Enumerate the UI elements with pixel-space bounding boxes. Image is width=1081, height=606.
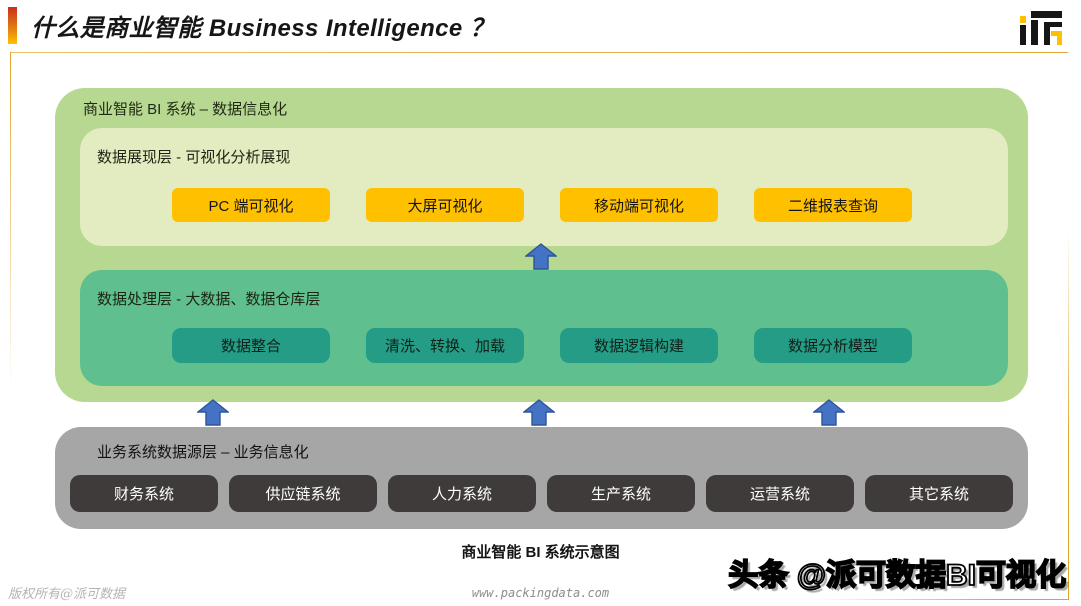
up-arrow-icon (522, 399, 556, 426)
frame-border-right (1068, 52, 1069, 600)
display-item: 二维报表查询 (754, 188, 912, 222)
display-item: 大屏可视化 (366, 188, 524, 222)
source-item: 财务系统 (70, 475, 218, 512)
source-item: 生产系统 (547, 475, 695, 512)
source-item: 运营系统 (706, 475, 854, 512)
toutiao-watermark: 头条 @派可数据BI可视化 (728, 558, 1067, 593)
process-layer-items: 数据整合 清洗、转换、加载 数据逻辑构建 数据分析模型 (172, 328, 912, 363)
source-layer-items: 财务系统 供应链系统 人力系统 生产系统 运营系统 其它系统 (70, 475, 1013, 512)
display-item: PC 端可视化 (172, 188, 330, 222)
diagram-caption: 商业智能 BI 系统示意图 (461, 544, 620, 561)
title-accent-bar (8, 7, 17, 44)
frame-border-bottom (10, 599, 1068, 600)
process-item: 数据整合 (172, 328, 330, 363)
logo-shape (1051, 31, 1062, 36)
logo-shape (1031, 11, 1062, 18)
logo-shape (1057, 31, 1062, 45)
logo-shape (1020, 16, 1026, 23)
process-item: 数据分析模型 (754, 328, 912, 363)
copyright-watermark: 版权所有@派可数据 (8, 587, 126, 602)
source-item: 其它系统 (865, 475, 1013, 512)
up-arrow-icon (812, 399, 846, 426)
logo-shape (1020, 25, 1026, 45)
process-item: 清洗、转换、加载 (366, 328, 524, 363)
bi-system-title: 商业智能 BI 系统 – 数据信息化 (83, 101, 288, 118)
process-layer: 数据处理层 - 大数据、数据仓库层 数据整合 清洗、转换、加载 数据逻辑构建 数… (80, 270, 1008, 386)
brand-logo-icon (1020, 7, 1062, 45)
frame-border-left (10, 52, 11, 600)
page-title: 什么是商业智能 Business Intelligence ？ (31, 15, 495, 42)
logo-shape (1031, 20, 1038, 45)
source-item: 供应链系统 (229, 475, 377, 512)
logo-shape (1044, 22, 1062, 27)
source-layer-title: 业务系统数据源层 – 业务信息化 (97, 444, 309, 461)
process-item: 数据逻辑构建 (560, 328, 718, 363)
up-arrow-icon (524, 243, 558, 270)
display-item: 移动端可视化 (560, 188, 718, 222)
display-layer-title: 数据展现层 - 可视化分析展现 (97, 149, 291, 166)
frame-border-top (10, 52, 1068, 53)
logo-shape (1044, 22, 1050, 45)
process-layer-title: 数据处理层 - 大数据、数据仓库层 (97, 291, 321, 308)
website-url: www.packingdata.com (471, 586, 610, 600)
display-layer: 数据展现层 - 可视化分析展现 PC 端可视化 大屏可视化 移动端可视化 二维报… (80, 128, 1008, 246)
display-layer-items: PC 端可视化 大屏可视化 移动端可视化 二维报表查询 (172, 188, 912, 222)
source-layer: 业务系统数据源层 – 业务信息化 财务系统 供应链系统 人力系统 生产系统 运营… (55, 427, 1028, 529)
source-item: 人力系统 (388, 475, 536, 512)
up-arrow-icon (196, 399, 230, 426)
